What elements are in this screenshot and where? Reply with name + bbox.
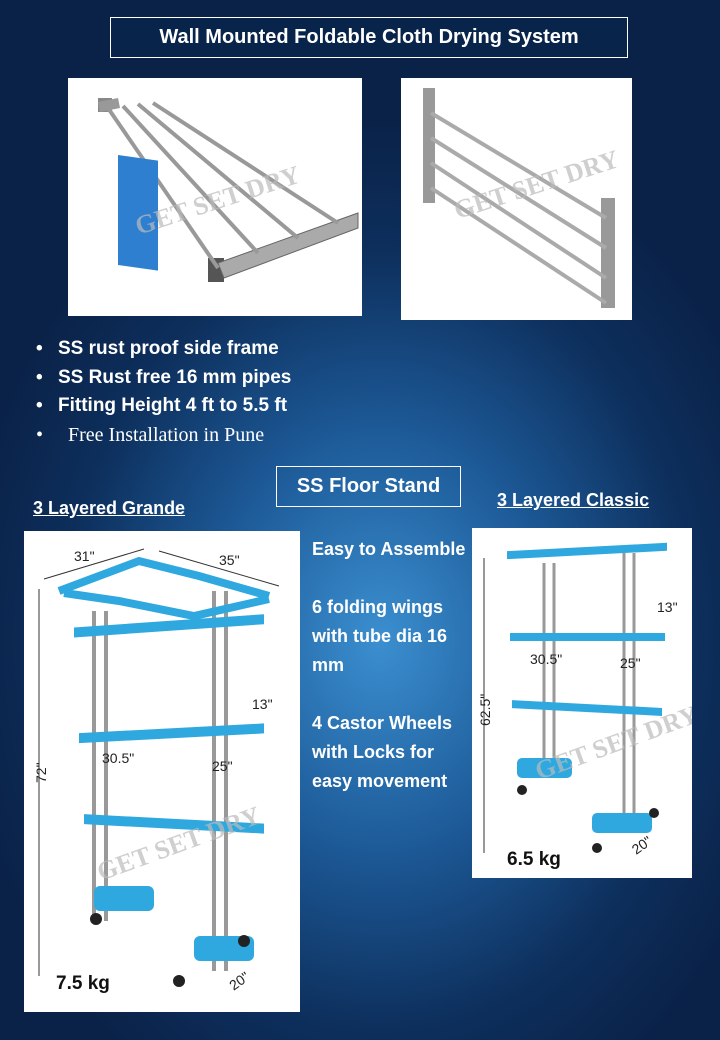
feature-item: • SS Rust free 16 mm pipes — [36, 364, 291, 393]
page-title: Wall Mounted Foldable Cloth Drying Syste… — [110, 17, 628, 58]
feature-wheels: 4 Castor Wheels with Locks for easy move… — [312, 713, 453, 791]
classic-photo: 62.5" 13" 30.5" 25" 20" GET SET DRY 6.5 … — [472, 528, 702, 878]
floor-stand-title: SS Floor Stand — [276, 466, 461, 507]
classic-illustration: 62.5" 13" 30.5" 25" 20" GET SET DRY 6.5 … — [477, 542, 702, 870]
bullet-icon: • — [36, 338, 43, 359]
grande-weight: 7.5 kg — [56, 973, 110, 994]
bullet-icon: • — [36, 366, 43, 388]
wheel-icons — [90, 913, 250, 987]
grande-photo: 31" 35" 72" 13" 30.5" 25" 20" GET SET DR… — [24, 531, 300, 1012]
dim-base: 20" — [629, 833, 655, 858]
dim-length: 30.5" — [530, 651, 562, 667]
side-frame — [217, 212, 359, 279]
wall-rack-side-illustration: GET SET DRY — [423, 88, 623, 308]
classic-weight: 6.5 kg — [507, 849, 561, 870]
poles — [542, 553, 636, 828]
wheel-icons — [517, 785, 659, 853]
wall-feature-list: • SS rust proof side frame • SS Rust free … — [36, 335, 291, 449]
watermark: GET SET DRY — [93, 801, 264, 887]
grande-title: 3 Layered Grande — [33, 498, 186, 518]
wall-rack-photo-1: GET SET DRY — [68, 78, 362, 316]
dim-height: 62.5" — [477, 694, 493, 726]
feature-text: Free Installation in Pune — [68, 423, 265, 446]
shelves — [507, 542, 667, 833]
feature-wings: 6 folding wings with tube dia 16 mm — [312, 597, 448, 675]
feature-text: Fitting Height 4 ft to 5.5 ft — [58, 395, 288, 416]
side-frame — [98, 98, 120, 112]
grande-illustration: 31" 35" 72" 13" 30.5" 25" 20" GET SET DR… — [33, 548, 280, 994]
dim-top-left: 31" — [74, 548, 95, 564]
side-frame — [423, 88, 435, 203]
bullet-icon: • — [36, 395, 43, 416]
feature-item: • SS rust proof side frame — [36, 335, 291, 364]
wall-rack-photo-2: GET SET DRY — [401, 78, 632, 320]
dimension-lines — [38, 548, 280, 976]
poles — [92, 591, 228, 971]
bullet-icon: • — [36, 423, 44, 446]
dim-wing: 13" — [252, 696, 273, 712]
pipes — [106, 101, 340, 270]
feature-text: SS rust proof side frame — [58, 338, 279, 359]
dim-width: 25" — [620, 655, 641, 671]
dim-length: 30.5" — [102, 750, 134, 766]
feature-assemble: Easy to Assemble — [312, 539, 466, 559]
side-frame — [601, 198, 615, 308]
top-frame — [57, 556, 271, 621]
pipes — [429, 111, 608, 305]
feature-text: SS Rust free 16 mm pipes — [58, 366, 292, 388]
feature-item: • Free Installation in Pune — [36, 421, 291, 450]
feature-item: • Fitting Height 4 ft to 5.5 ft — [36, 392, 291, 421]
dim-width: 25" — [212, 758, 233, 774]
dim-top-right: 35" — [219, 552, 240, 568]
floor-stand-features: Easy to Assemble 6 folding wings with tu… — [312, 535, 472, 825]
shelves — [74, 614, 264, 961]
wall-rack-illustration: GET SET DRY — [98, 98, 359, 282]
towel — [118, 155, 158, 271]
classic-title: 3 Layered Classic — [497, 490, 650, 510]
dim-base: 20" — [226, 968, 252, 993]
dim-wing: 13" — [657, 599, 678, 615]
dim-height: 72" — [33, 762, 49, 783]
